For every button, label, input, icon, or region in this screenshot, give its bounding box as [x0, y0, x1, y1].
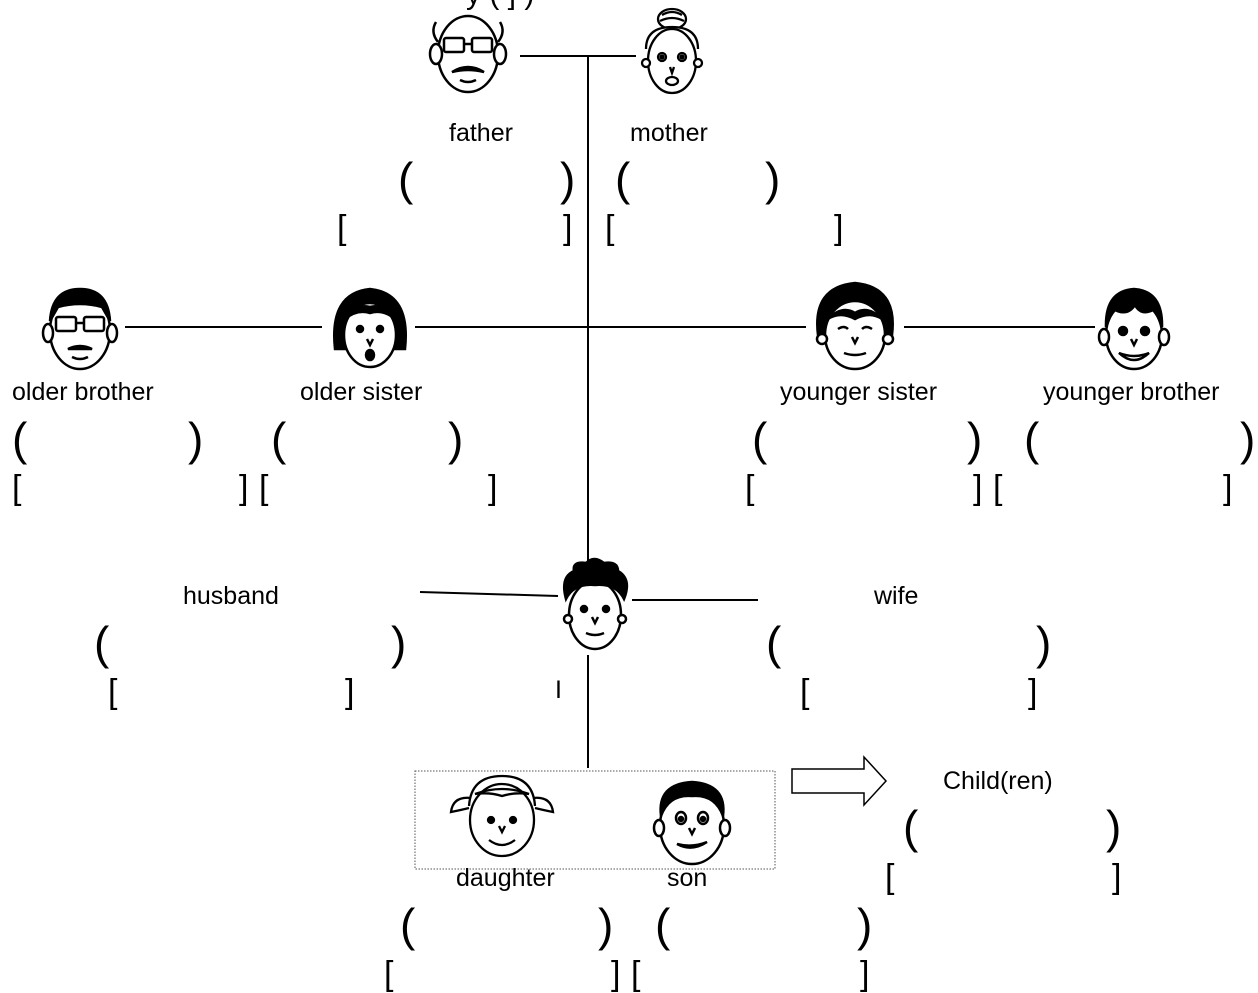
children-label: Child(ren)	[943, 767, 1053, 795]
wife-close-paren: )	[1036, 617, 1052, 669]
mother-close-bracket: ]	[834, 209, 844, 247]
boy-face-icon	[652, 780, 732, 866]
children-group-box	[414, 770, 776, 870]
son-close-bracket: ]	[860, 955, 870, 993]
younger-sister-close-paren: )	[967, 413, 983, 465]
self-label: I	[555, 676, 562, 704]
wife-open-bracket: [	[800, 673, 810, 711]
curly-hair-face-icon	[562, 557, 629, 651]
older-sister-open-bracket: [	[259, 469, 269, 507]
younger-brother-label: younger brother	[1043, 378, 1220, 406]
daughter-open-bracket: [	[384, 955, 394, 993]
older-sister-open-paren: (	[271, 413, 287, 465]
right-arrow-icon	[791, 755, 888, 807]
son-close-paren: )	[857, 899, 873, 951]
son-open-bracket: [	[631, 955, 641, 993]
son-open-paren: (	[655, 899, 671, 951]
mother-close-paren: )	[765, 153, 781, 205]
older-brother-close-paren: )	[188, 413, 204, 465]
father-label: father	[449, 119, 513, 147]
daughter-open-paren: (	[400, 899, 416, 951]
father-open-bracket: [	[337, 209, 347, 247]
grandfather-face-icon	[428, 14, 508, 94]
older-sister-label: older sister	[300, 378, 423, 406]
children-close-paren: )	[1106, 801, 1122, 853]
older-brother-label: older brother	[12, 378, 154, 406]
husband-open-bracket: [	[108, 673, 118, 711]
pigtails-girl-face-icon	[449, 774, 555, 858]
younger-brother-open-bracket: [	[993, 469, 1003, 507]
older-brother-open-paren: (	[12, 413, 28, 465]
older-brother-open-bracket: [	[12, 469, 22, 507]
woman-face-icon	[815, 281, 895, 371]
wife-close-bracket: ]	[1028, 673, 1038, 711]
girl-face-icon	[333, 287, 407, 369]
father-close-paren: )	[560, 153, 576, 205]
man-with-glasses-face-icon	[41, 287, 119, 371]
daughter-label: daughter	[456, 864, 555, 892]
children-close-bracket: ]	[1112, 858, 1122, 896]
younger-sister-close-bracket: ]	[973, 469, 983, 507]
daughter-close-paren: )	[598, 899, 614, 951]
wife-open-paren: (	[766, 617, 782, 669]
younger-sister-label: younger sister	[780, 378, 938, 406]
younger-brother-close-paren: )	[1240, 413, 1256, 465]
husband-close-paren: )	[391, 617, 407, 669]
husband-label: husband	[183, 582, 279, 610]
mother-label: mother	[630, 119, 708, 147]
younger-brother-open-paren: (	[1024, 413, 1040, 465]
mother-open-bracket: [	[605, 209, 615, 247]
father-open-paren: (	[398, 153, 414, 205]
grandmother-face-icon	[640, 7, 704, 95]
younger-sister-open-paren: (	[752, 413, 768, 465]
top-cropped-text: y ( ] )	[466, 0, 534, 10]
younger-brother-close-bracket: ]	[1223, 469, 1233, 507]
father-close-bracket: ]	[563, 209, 573, 247]
children-open-bracket: [	[885, 858, 895, 896]
older-sister-close-paren: )	[448, 413, 464, 465]
children-open-paren: (	[903, 801, 919, 853]
son-label: son	[667, 864, 708, 892]
husband-open-paren: (	[94, 617, 110, 669]
daughter-close-bracket: ]	[611, 955, 621, 993]
younger-sister-open-bracket: [	[745, 469, 755, 507]
husband-close-bracket: ]	[345, 673, 355, 711]
boy-face-icon	[1097, 287, 1171, 371]
husband-link-line	[419, 591, 559, 597]
older-brother-close-bracket: ]	[239, 469, 249, 507]
mother-open-paren: (	[615, 153, 631, 205]
older-sister-close-bracket: ]	[488, 469, 498, 507]
wife-label: wife	[874, 582, 919, 610]
